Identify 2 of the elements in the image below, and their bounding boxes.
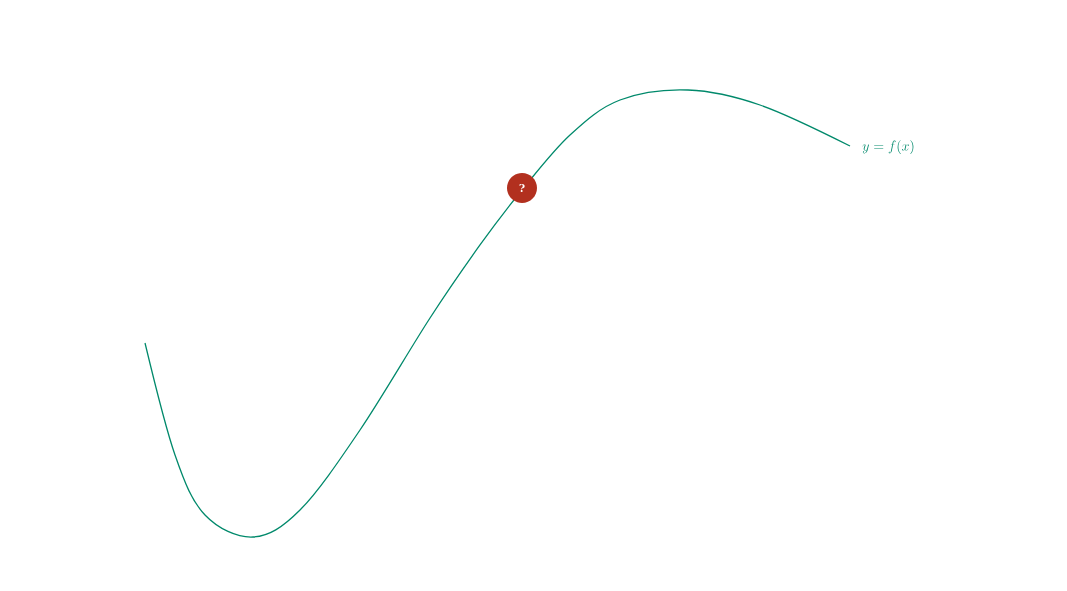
function-label: $y = f(x)$ [862, 139, 914, 155]
question-mark-badge: ? [507, 173, 537, 203]
